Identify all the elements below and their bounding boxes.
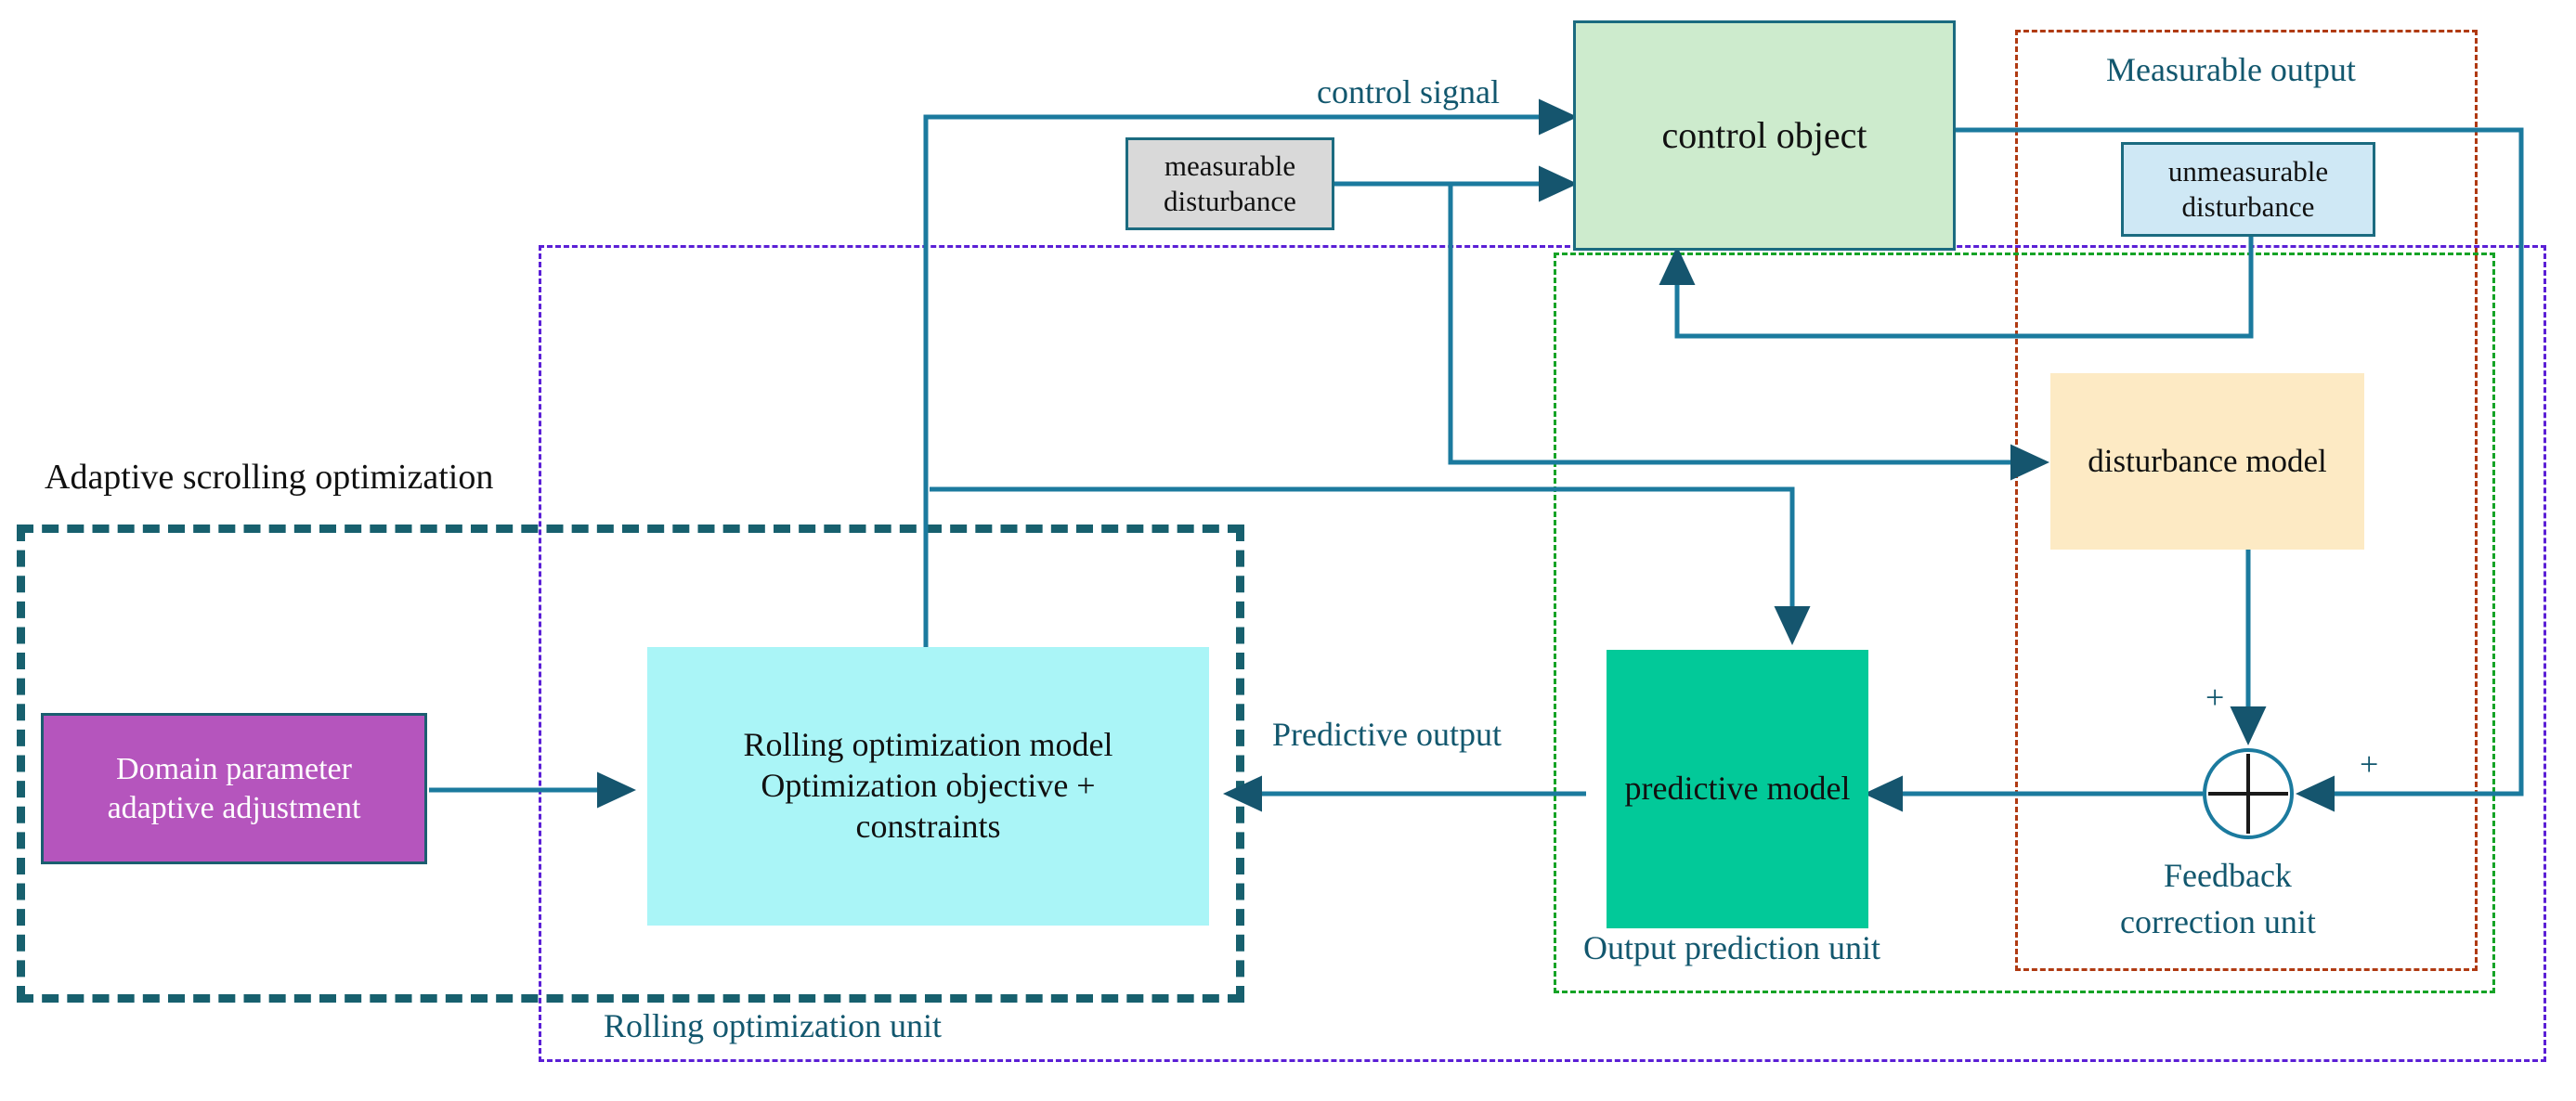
label-rolling-optimization-unit: Rolling optimization unit (604, 1007, 942, 1044)
block-measurable-disturbance-line2: disturbance (1164, 185, 1296, 217)
block-rolling-optimization-line1: Rolling optimization model (743, 726, 1113, 764)
block-unmeasurable-disturbance[interactable]: unmeasurable disturbance (2121, 142, 2375, 237)
label-feedback-correction-unit-line1: Feedback (2164, 857, 2292, 894)
block-disturbance-model-label: disturbance model (2088, 442, 2327, 479)
block-unmeasurable-disturbance-line2: disturbance (2181, 190, 2315, 223)
block-predictive-model[interactable]: predictive model (1607, 650, 1868, 928)
block-control-object-label: control object (1661, 113, 1867, 156)
label-feedback-correction-unit-line2: correction unit (2120, 903, 2316, 940)
block-disturbance-model[interactable]: disturbance model (2050, 373, 2364, 550)
label-control-signal: control signal (1317, 73, 1500, 110)
block-control-object[interactable]: control object (1573, 20, 1956, 251)
block-predictive-model-label: predictive model (1624, 770, 1851, 808)
label-plus-top: + (2205, 679, 2225, 716)
label-measurable-output: Measurable output (2106, 51, 2356, 88)
block-measurable-disturbance[interactable]: measurable disturbance (1125, 137, 1334, 230)
label-plus-right: + (2360, 745, 2379, 783)
label-predictive-output: Predictive output (1272, 716, 1502, 753)
block-domain-parameter-line2: adaptive adjustment (107, 790, 361, 825)
label-output-prediction-unit: Output prediction unit (1583, 929, 1880, 966)
block-unmeasurable-disturbance-line1: unmeasurable (2167, 155, 2329, 188)
block-measurable-disturbance-line1: measurable (1164, 149, 1296, 183)
label-adaptive-scrolling-optimization: Adaptive scrolling optimization (45, 458, 494, 497)
block-rolling-optimization-line3: constraints (855, 807, 1001, 845)
region-adaptive-scrolling-teal (17, 525, 1244, 1003)
block-domain-parameter-line1: Domain parameter (116, 752, 352, 787)
block-rolling-optimization-line2: Optimization objective + (761, 767, 1096, 805)
block-domain-parameter-adaptive-adjustment[interactable]: Domain parameter adaptive adjustment (41, 713, 427, 864)
block-rolling-optimization-model[interactable]: Rolling optimization model Optimization … (647, 647, 1209, 926)
